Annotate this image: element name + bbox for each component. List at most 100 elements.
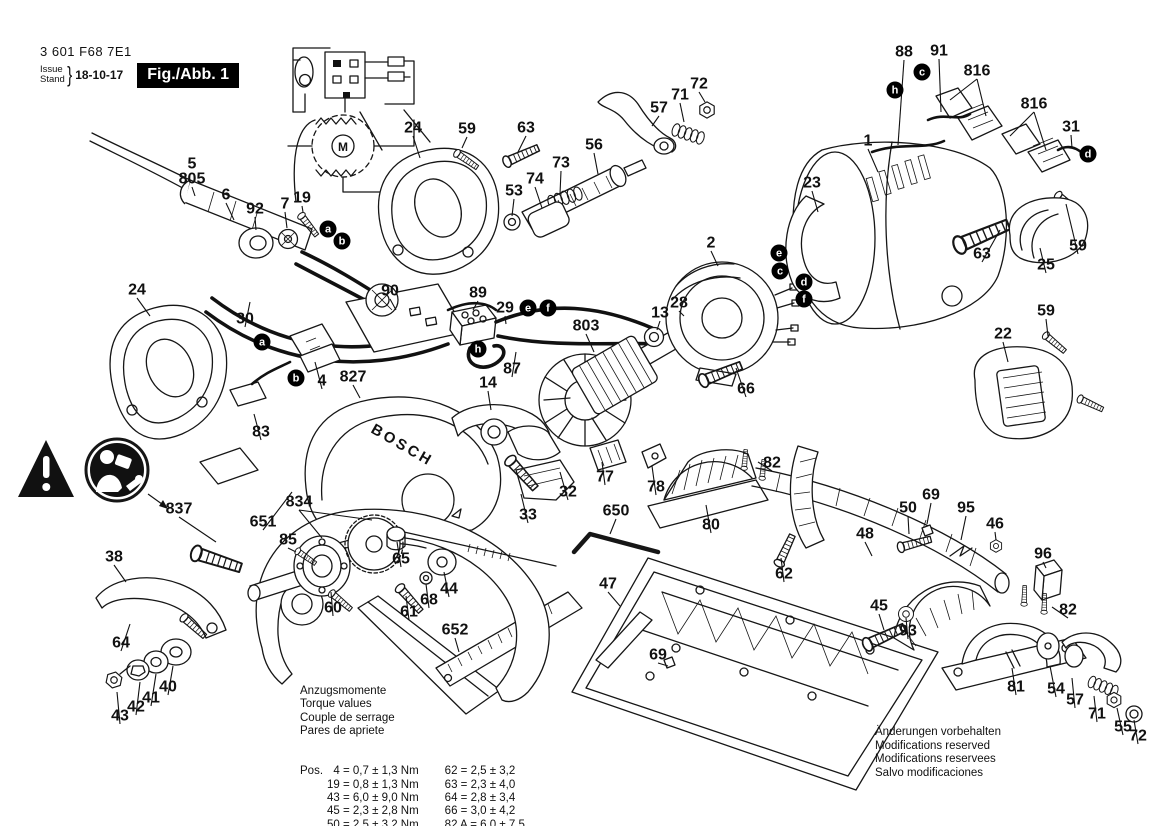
wire-letter-callout: a xyxy=(319,220,337,238)
part-number-callout: 90 xyxy=(381,283,399,300)
type-number: 3 601 F68 7E1 xyxy=(40,44,132,59)
callout-leader-line xyxy=(1049,665,1057,698)
part-number-callout: 68 xyxy=(420,592,438,609)
motor-symbol: M xyxy=(338,140,348,154)
part-number-callout: 59 xyxy=(1069,238,1087,255)
figure-label: Fig./Abb. 1 xyxy=(137,62,240,88)
part-number-callout: 54 xyxy=(1047,681,1065,698)
issue-date: 18-10-17 xyxy=(75,68,124,82)
handle-cover-top xyxy=(377,147,500,275)
part-number-callout: 13 xyxy=(651,305,669,322)
callout-leader-line xyxy=(897,59,905,146)
callout-leader-line xyxy=(994,531,997,541)
text-line: 63 = 2,3 ± 4,0 xyxy=(444,778,516,791)
part-number-callout: 53 xyxy=(505,183,523,200)
part-number-callout: 834 xyxy=(286,494,313,511)
callout-leader-line xyxy=(1093,695,1098,723)
part-number-callout: 50 xyxy=(899,500,917,517)
text-line: 43 = 6,0 ± 9,0 Nm xyxy=(327,792,419,805)
stator-field xyxy=(665,261,800,390)
callout-leader-line xyxy=(244,301,251,328)
part-number-callout: 69 xyxy=(922,487,940,504)
part-number-callout: 81 xyxy=(1007,679,1025,696)
nut-46 xyxy=(989,539,1003,553)
part-number-callout: 46 xyxy=(986,516,1004,533)
callout-leader-line xyxy=(705,504,712,534)
text-line: Salvo modificaciones xyxy=(875,766,984,779)
part-number-callout: 1 xyxy=(864,133,873,150)
part-number-callout: 33 xyxy=(519,507,537,524)
part-number-callout: 25 xyxy=(1037,257,1055,274)
text-line: 64 = 2,8 ± 3,4 xyxy=(444,792,516,805)
brush-wire-c xyxy=(926,112,972,122)
callout-leader-line xyxy=(534,186,543,209)
text-line: Änderungen vorbehalten xyxy=(875,726,1001,738)
depth-guide-arc xyxy=(751,445,1010,594)
part-number-callout: 651 xyxy=(250,514,277,531)
stand-label: Stand xyxy=(40,74,65,85)
svg-text:a: a xyxy=(259,337,266,349)
wire-letter-callout: d xyxy=(1079,145,1097,163)
part-number-callout: 63 xyxy=(517,120,535,137)
part-number-callout: 71 xyxy=(1088,706,1106,723)
callout-leader-line xyxy=(517,135,527,153)
text-line: 45 = 2,3 ± 2,8 Nm xyxy=(327,805,419,818)
part-number-callout: 4 xyxy=(318,373,327,390)
part-number-callout: 63 xyxy=(973,246,991,263)
part-number-callout: 88 xyxy=(895,44,913,61)
callout-leader-line xyxy=(116,691,121,725)
safety-icons xyxy=(18,437,168,509)
part-number-callout: 40 xyxy=(159,679,177,696)
text-line: Torque values xyxy=(300,698,372,711)
callout-leader-line xyxy=(298,509,373,521)
callout-leader-line xyxy=(191,186,196,197)
callout-leader-line xyxy=(301,205,304,213)
callout-leader-line xyxy=(135,681,141,716)
callout-leader-line xyxy=(698,91,706,103)
part-number-callout: 816 xyxy=(1021,96,1048,113)
callout-leader-line xyxy=(710,250,719,267)
callout-leader-line xyxy=(150,673,157,707)
wire-letter-callout: h xyxy=(886,81,904,99)
part-number-callout: 59 xyxy=(458,121,476,138)
callout-leader-line xyxy=(926,502,932,525)
part-number-callout: 22 xyxy=(994,326,1012,343)
part-number-callout: 74 xyxy=(526,171,544,188)
svg-text:h: h xyxy=(892,85,899,97)
part-number-callout: 87 xyxy=(503,361,521,378)
svg-text:e: e xyxy=(776,248,782,260)
read-manual-icon xyxy=(84,437,150,503)
callout-leader-line xyxy=(405,595,410,621)
part-number-callout: 92 xyxy=(246,201,264,218)
callout-leader-line xyxy=(609,518,617,535)
part-number-callout: 71 xyxy=(671,87,689,104)
part-number-callout: 45 xyxy=(870,598,888,615)
callout-leader-line xyxy=(253,413,262,441)
lower-blade-guard xyxy=(187,447,557,703)
part-number-callout: 85 xyxy=(279,532,297,549)
part-number-callout: 57 xyxy=(650,100,668,117)
callout-leader-line xyxy=(780,557,785,583)
motor-housing xyxy=(785,141,1007,330)
callout-leader-line xyxy=(389,298,397,311)
part-number-callout: 2 xyxy=(707,235,716,252)
callout-leader-line xyxy=(607,591,621,607)
wire-letter-callout: f xyxy=(795,290,813,308)
callout-leader-line xyxy=(504,315,507,325)
plug-housing xyxy=(229,323,341,407)
part-number-callout: 827 xyxy=(340,369,367,386)
part-number-callout: 93 xyxy=(899,623,917,640)
bolt-62 xyxy=(772,532,798,570)
callout-leader-line xyxy=(960,515,967,541)
wire-letter-callout: d xyxy=(795,273,813,291)
part-number-callout: 5 xyxy=(188,156,197,173)
callout-leader-line xyxy=(262,491,293,531)
part-number-callout: 96 xyxy=(1034,546,1052,563)
text-line: 50 = 2,5 ± 3,2 Nm xyxy=(327,818,419,826)
part-number-callout: 803 xyxy=(573,318,600,335)
